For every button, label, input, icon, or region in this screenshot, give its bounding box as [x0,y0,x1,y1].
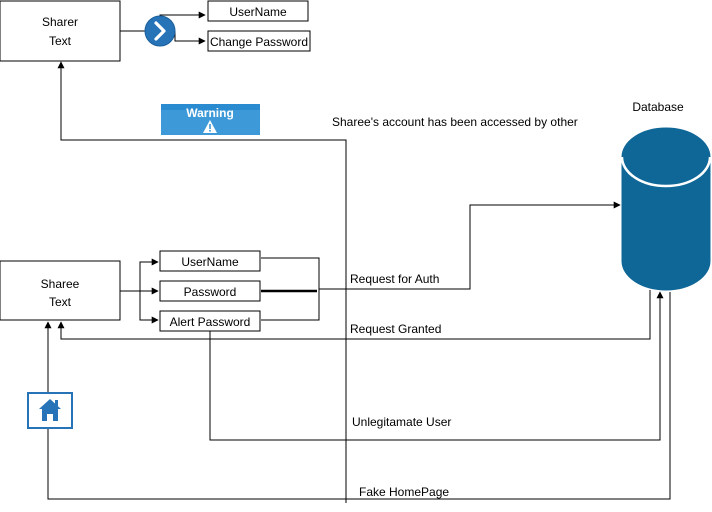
request-auth-label: Request for Auth [350,272,439,286]
login-password-field[interactable]: Password [159,280,261,302]
connectors [44,11,671,503]
database-cylinder [620,127,712,291]
sharee-label-line2: Text [49,295,72,309]
unlegitimate-user-label: Unlegitamate User [352,415,451,429]
exclamation-icon [203,120,217,133]
warning-banner: Warning [161,104,260,135]
alert-to-sharer-edge [57,61,347,503]
sharee-label-line1: Sharee [41,277,80,291]
home-icon[interactable] [27,392,73,429]
request-granted-edge [57,290,651,340]
account-accessed-message: Sharee's account has been accessed by ot… [332,115,578,129]
login-username-field[interactable]: UserName [159,250,261,272]
top-username-field[interactable]: UserName [207,0,309,22]
top-username-label: UserName [229,5,287,19]
request-auth-edge [319,201,621,290]
login-username-label: UserName [181,255,239,269]
sharee-node: Sharee Text [0,260,121,321]
database-label: Database [632,100,684,114]
fields-bracket [261,257,320,321]
alert-password-field[interactable]: Alert Password [159,310,261,332]
alert-password-label: Alert Password [170,315,251,329]
request-granted-label: Request Granted [350,322,441,336]
sharer-label-line2: Text [49,34,72,48]
forward-to-change-password-edge [174,31,206,45]
sharer-node: Sharer Text [0,0,121,62]
fake-homepage-label: Fake HomePage [359,485,449,499]
change-password-field[interactable]: Change Password [207,30,311,52]
change-password-label: Change Password [210,35,308,49]
sharee-to-fields-trunk [120,258,159,292]
unlegitimate-user-edge [209,291,664,441]
chevron-right-icon[interactable] [144,15,176,47]
login-password-label: Password [184,285,237,299]
sharer-label-line1: Sharer [42,15,78,29]
warning-label: Warning [186,106,234,120]
sharee-to-alert-edge [139,291,159,324]
